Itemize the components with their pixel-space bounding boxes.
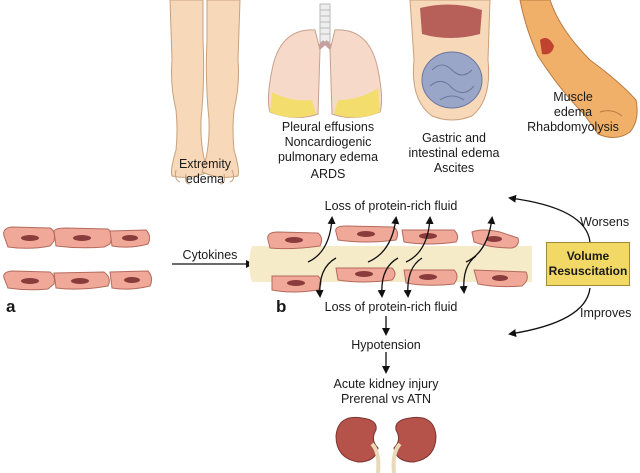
volume-resuscitation-box: Volume Resuscitation	[546, 242, 630, 286]
abdomen-caption: Gastric and intestinal edema Ascites	[404, 131, 504, 176]
lungs-line-4: ARDS	[310, 167, 346, 181]
aki-line-1: Acute kidney injury	[333, 377, 439, 391]
abdomen-line-2: intestinal edema	[408, 146, 500, 160]
leak-arrows-up	[307, 216, 496, 263]
panel-a-cells	[3, 226, 153, 291]
lungs-illustration	[267, 3, 383, 118]
lungs-caption: Pleural effusions Noncardiogenic pulmona…	[258, 120, 398, 182]
worsens-arrow	[508, 194, 591, 243]
aki-label: Acute kidney injury Prerenal vs ATN	[316, 377, 456, 407]
abdomen-line-3: Ascites	[433, 161, 475, 175]
kidneys-illustration	[335, 416, 437, 473]
arm-line-2: edema	[553, 105, 593, 119]
worsens-label: Worsens	[580, 215, 630, 229]
abdomen-line-1: Gastric and	[422, 131, 486, 145]
arm-caption: Muscle edema Rhabdomyolysis	[518, 90, 628, 135]
panel-b-vessel	[249, 225, 532, 293]
panel-b-letter: b	[276, 297, 287, 316]
panel-a-letter: a	[6, 297, 16, 316]
arm-line-3: Rhabdomyolysis	[527, 120, 619, 134]
lungs-line-3: pulmonary edema	[277, 150, 379, 164]
improves-label: Improves	[580, 306, 632, 320]
arm-illustration	[519, 0, 638, 138]
loss-top-label: Loss of protein-rich fluid	[324, 199, 458, 213]
leak-arrows-down	[315, 255, 477, 298]
extremity-line-2: edema	[185, 172, 225, 186]
extremity-caption: Extremity edema	[165, 157, 245, 187]
cytokines-label: Cytokines	[182, 248, 238, 262]
lungs-line-2: Noncardiogenic	[284, 135, 372, 149]
loss-bottom-label: Loss of protein-rich fluid	[324, 300, 458, 314]
lungs-line-1: Pleural effusions	[281, 120, 375, 134]
legs-illustration	[169, 0, 241, 185]
abdomen-illustration	[409, 0, 491, 121]
extremity-line-1: Extremity	[178, 157, 232, 171]
resuscitation-label: Resuscitation	[548, 264, 628, 278]
aki-line-2: Prerenal vs ATN	[340, 392, 432, 406]
hypotension-label: Hypotension	[351, 338, 421, 352]
improves-arrow	[508, 287, 591, 338]
volume-label: Volume	[566, 249, 610, 263]
arm-line-1: Muscle	[553, 90, 593, 104]
